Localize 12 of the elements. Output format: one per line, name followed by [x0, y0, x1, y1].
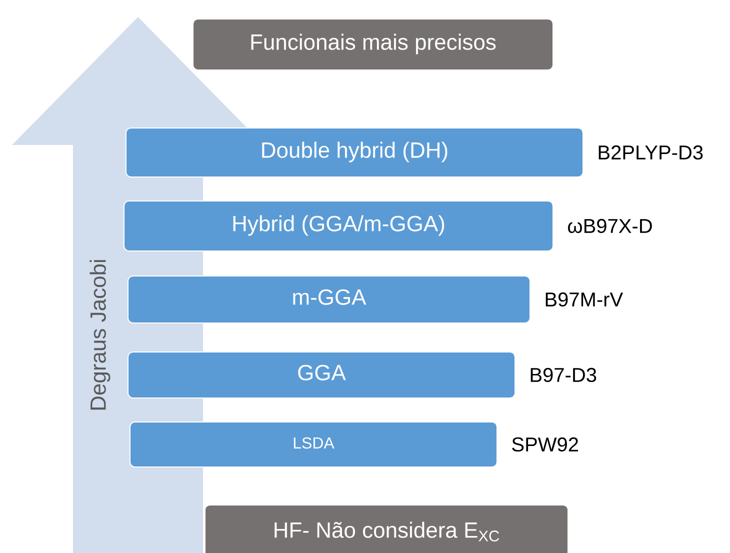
functional-name: B97M-rV: [546, 292, 624, 307]
functional-name: SPW92: [512, 437, 578, 452]
ladder-step-box: Double hybrid (DH): [126, 127, 584, 178]
functional-name: ωB97X-D: [568, 218, 652, 234]
functional-name: B97-D3: [530, 368, 596, 382]
ladder-step-box: LSDA: [130, 421, 498, 468]
label-box: Funcionais mais precisos: [192, 18, 554, 70]
label-box: HF- Não considera E$_{XC}$: [204, 504, 568, 553]
ladder-step-box: GGA: [128, 351, 516, 398]
functional-name: B2PLYP-D3: [598, 145, 703, 160]
ladder-step-box: m-GGA: [128, 275, 530, 324]
ladder-step-box: Hybrid (GGA/m-GGA): [124, 200, 554, 252]
